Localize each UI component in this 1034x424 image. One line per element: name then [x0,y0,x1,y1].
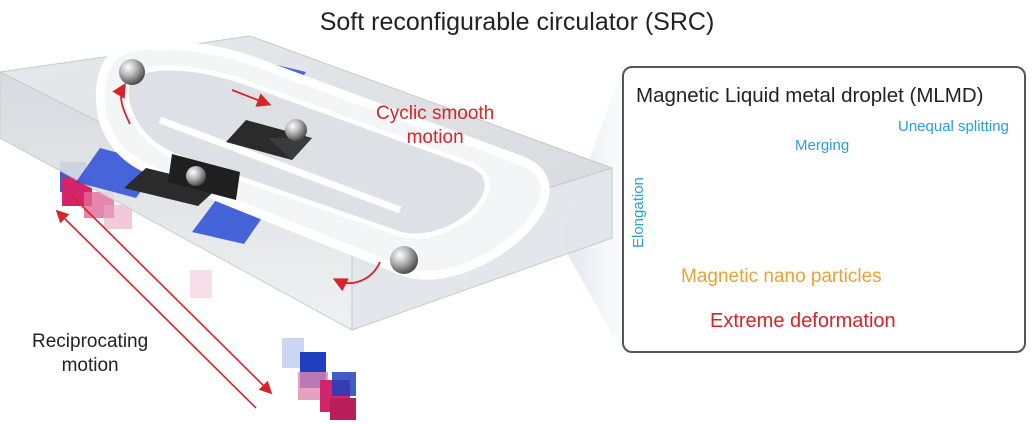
cyclic-label-line1: Cyclic smooth [376,103,495,124]
reciprocating-arrows [55,195,273,409]
mlmd-inset-box [622,66,1026,353]
reciprocating-label-line1: Reciprocating [32,331,149,352]
elongation-label: Elongation [630,177,647,248]
metal-droplets [119,59,418,274]
bottom-magnets-left [60,162,212,298]
bottom-magnets-right [282,338,356,420]
figure-title: Soft reconfigurable circulator (SRC) [319,8,715,36]
cyclic-motion-label: Cyclic smooth motion [376,102,494,150]
inset-title: Magnetic Liquid metal droplet (MLMD) [636,84,984,107]
reciprocating-motion-label: Reciprocating motion [32,330,148,378]
unequal-splitting-label: Unequal splitting [898,118,1009,135]
magnetic-nano-particles-label: Magnetic nano particles [681,266,882,287]
cyclic-arrows [112,82,381,292]
cyclic-label-line2: motion [406,127,464,148]
reciprocating-label-line2: motion [61,355,119,376]
merging-label: Merging [795,137,850,154]
circulator-channel [95,40,550,280]
extreme-deformation-label: Extreme deformation [710,310,896,332]
